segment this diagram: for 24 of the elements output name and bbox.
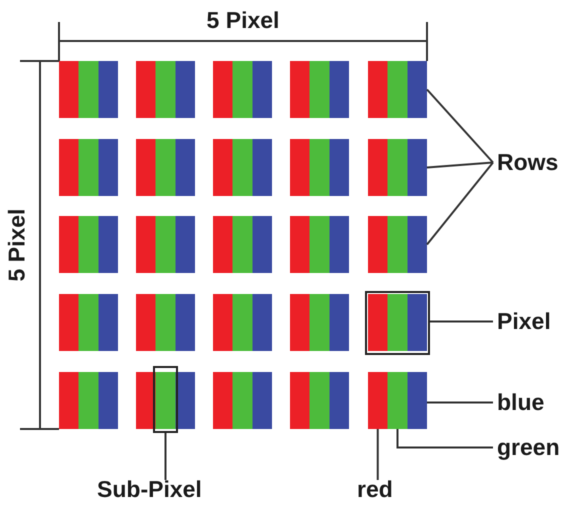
leader-line: [430, 320, 493, 322]
callout-label: blue: [497, 391, 544, 414]
leader-line: [164, 433, 166, 480]
callout-label: Pixel: [497, 310, 551, 333]
subpixel: [368, 372, 388, 429]
subpixel-outline: [153, 366, 178, 433]
subpixel: [408, 139, 427, 196]
subpixel: [408, 61, 427, 118]
callout-label: green: [497, 436, 560, 459]
callout-label: Sub-Pixel: [97, 478, 202, 501]
leader-line: [396, 429, 493, 448]
leader-line: [426, 162, 494, 246]
dimension-label: 5 Pixel: [6, 208, 28, 282]
leader-line: [426, 162, 494, 168]
callout-label: red: [357, 478, 393, 501]
dimension-label: 5 Pixel: [206, 9, 280, 32]
subpixel: [388, 372, 408, 429]
pixel-outline: [365, 291, 430, 355]
callout-label: Rows: [497, 151, 558, 174]
subpixel: [408, 216, 427, 273]
subpixel: [408, 372, 427, 429]
leader-line: [426, 88, 494, 164]
leader-line: [427, 402, 493, 404]
leader-line: [376, 429, 379, 480]
